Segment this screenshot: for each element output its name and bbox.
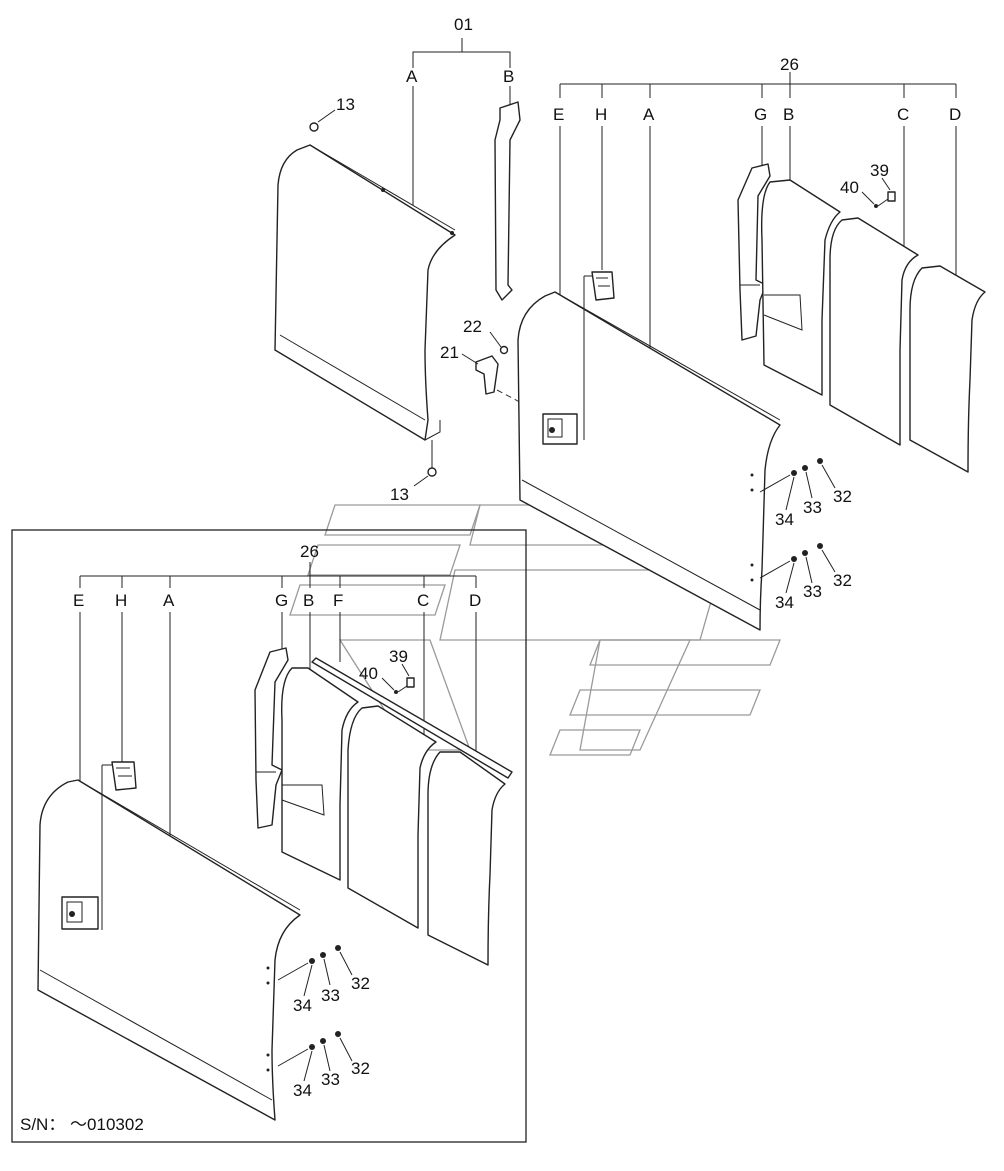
label-34-b: 34 bbox=[775, 593, 794, 612]
label-34-a: 34 bbox=[775, 510, 794, 529]
label-A-inset: A bbox=[163, 591, 175, 610]
label-32-b: 32 bbox=[833, 571, 852, 590]
fastener-group-b bbox=[759, 543, 836, 594]
label-34-c: 34 bbox=[293, 996, 312, 1015]
label-A-top: A bbox=[643, 105, 655, 124]
label-B-inset: B bbox=[303, 591, 314, 610]
label-32-d: 32 bbox=[351, 1059, 370, 1078]
label-C-top: C bbox=[897, 105, 909, 124]
label-13-top: 13 bbox=[336, 95, 355, 114]
label-33-c: 33 bbox=[321, 986, 340, 1005]
label-B-top: B bbox=[783, 105, 794, 124]
label-39-top: 39 bbox=[870, 161, 889, 180]
door-panel-A-left bbox=[274, 144, 456, 441]
fastener-group-d bbox=[277, 1031, 353, 1082]
label-G-inset: G bbox=[275, 591, 288, 610]
label-D-inset: D bbox=[469, 591, 481, 610]
label-26-top: 26 bbox=[780, 55, 799, 74]
label-21: 21 bbox=[440, 343, 459, 362]
label-C-inset: C bbox=[417, 591, 429, 610]
cover-panel-C-inset bbox=[347, 705, 437, 929]
cover-panel-C-top bbox=[829, 217, 919, 446]
label-H-inset: H bbox=[115, 591, 127, 610]
nut-22 bbox=[489, 331, 509, 355]
latch-H-inset bbox=[101, 761, 137, 930]
door-panel-A-right bbox=[517, 291, 781, 631]
door-panel-A-inset bbox=[37, 779, 301, 1121]
trim-strip-B bbox=[494, 101, 521, 301]
label-40-inset: 40 bbox=[359, 664, 378, 683]
label-D-top: D bbox=[949, 105, 961, 124]
bolt-13-top bbox=[309, 109, 336, 132]
label-33-b: 33 bbox=[803, 582, 822, 601]
cover-panel-D-inset bbox=[427, 751, 506, 966]
clip-39-inset bbox=[401, 663, 415, 688]
label-13-bottom: 13 bbox=[390, 485, 409, 504]
rail-F-inset bbox=[311, 657, 513, 779]
fastener-group-a bbox=[759, 458, 836, 511]
screw-40-inset bbox=[381, 677, 408, 694]
label-32-c: 32 bbox=[351, 974, 370, 993]
label-34-d: 34 bbox=[293, 1081, 312, 1100]
cover-panel-B-top bbox=[760, 179, 841, 396]
label-E-top: E bbox=[553, 105, 564, 124]
label-22: 22 bbox=[463, 317, 482, 336]
label-H-top: H bbox=[595, 105, 607, 124]
cover-panel-D-top bbox=[909, 265, 986, 473]
bolt-13-bottom bbox=[413, 440, 437, 487]
label-33-d: 33 bbox=[321, 1070, 340, 1089]
serial-number-note: S/N： ～010302 bbox=[20, 1115, 144, 1134]
label-26-inset: 26 bbox=[300, 542, 319, 561]
label-A-top-left: A bbox=[406, 67, 418, 86]
label-B-top-left: B bbox=[503, 67, 514, 86]
label-01: 01 bbox=[454, 15, 473, 34]
fastener-group-c bbox=[277, 945, 353, 997]
clip-39-top bbox=[881, 177, 896, 202]
label-E-inset: E bbox=[73, 591, 84, 610]
latch-H-top bbox=[583, 271, 615, 440]
bracket-21 bbox=[461, 353, 499, 395]
label-32-a: 32 bbox=[833, 487, 852, 506]
cover-panel-B-inset bbox=[281, 667, 359, 881]
label-40-top: 40 bbox=[840, 178, 859, 197]
label-39-inset: 39 bbox=[389, 647, 408, 666]
trim-strip-G-inset bbox=[254, 647, 289, 829]
inset-frame bbox=[11, 529, 527, 1143]
screw-40-top bbox=[861, 191, 889, 208]
label-F-inset: F bbox=[333, 591, 343, 610]
label-33-a: 33 bbox=[803, 498, 822, 517]
label-G-top: G bbox=[754, 105, 767, 124]
